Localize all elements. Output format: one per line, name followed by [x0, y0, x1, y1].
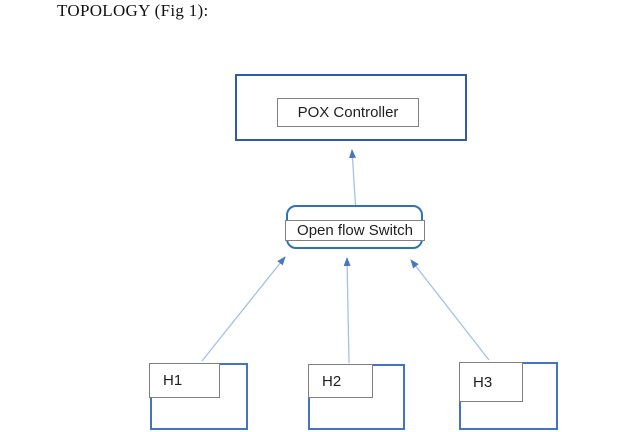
openflow-switch-label: Open flow Switch: [285, 220, 425, 241]
arrow-switch-to-controller: [349, 149, 357, 206]
pox-controller-label: POX Controller: [277, 98, 419, 127]
host-h2-label: H2: [308, 364, 373, 398]
host-h1-label: H1: [149, 363, 220, 398]
arrow-h2-to-switch: [343, 257, 351, 364]
arrow-h1-to-switch: [201, 256, 286, 362]
host-h3-label: H3: [459, 362, 523, 402]
figure-title: TOPOLOGY (Fig 1):: [57, 1, 209, 20]
arrow-h3-to-switch: [410, 259, 490, 361]
